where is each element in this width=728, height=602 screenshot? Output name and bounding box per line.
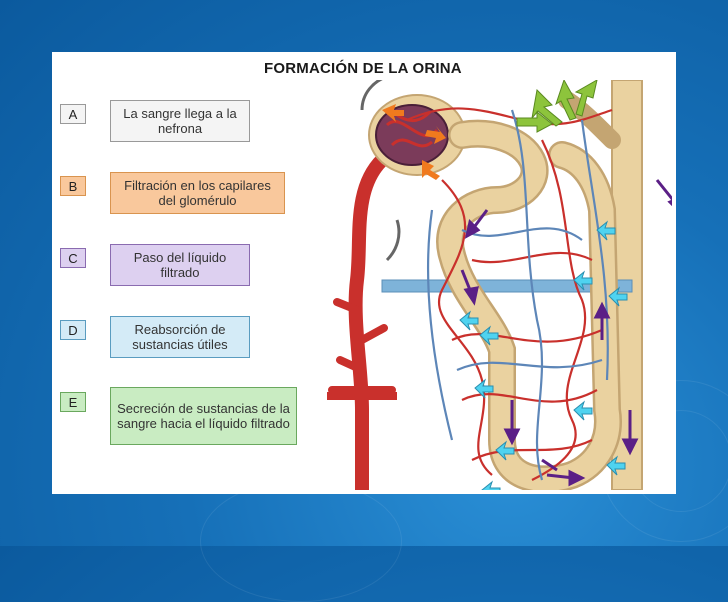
step-c-letter: C xyxy=(60,248,86,268)
cyan-arrows xyxy=(459,220,628,490)
cyan-arrow-icon xyxy=(474,378,494,399)
green-arrows xyxy=(516,80,598,133)
purple-arrow-icon xyxy=(464,218,481,239)
cyan-arrow-icon xyxy=(481,480,501,490)
artery-branches xyxy=(328,298,396,394)
afferent-artery xyxy=(348,143,409,490)
step-e-letter: E xyxy=(60,392,86,412)
orange-arrow-icon xyxy=(382,104,404,122)
background-ripple xyxy=(200,480,402,602)
step-e-label: Secreción de sustancias de la sangre hac… xyxy=(110,387,297,445)
green-arrow-icon xyxy=(574,80,598,117)
peritubular-capillaries xyxy=(406,107,613,481)
cyan-arrow-icon xyxy=(573,270,593,291)
purple-arrow-icon xyxy=(503,428,521,446)
cyan-arrow-icon xyxy=(495,440,515,461)
gray-arrow-icon xyxy=(385,219,401,262)
purple-arrow-icon xyxy=(568,469,586,487)
green-arrow-icon xyxy=(531,88,563,127)
step-a-letter: A xyxy=(60,104,86,124)
cyan-arrow-icon xyxy=(479,325,499,346)
collecting-duct-branch xyxy=(558,91,621,149)
step-b-label: Filtración en los capilares del glomérul… xyxy=(110,172,285,214)
diagram-slide: FORMACIÓN DE LA ORINA A La sangre llega … xyxy=(52,52,676,494)
purple-arrow-icon xyxy=(667,199,672,207)
diagram-title: FORMACIÓN DE LA ORINA xyxy=(264,60,462,77)
step-d-label: Reabsorción de sustancias útiles xyxy=(110,316,250,358)
step-b-letter: B xyxy=(60,176,86,196)
purple-arrow-icon xyxy=(463,286,479,306)
cyan-arrow-icon xyxy=(573,400,593,421)
orange-arrow-icon xyxy=(425,126,446,144)
cyan-arrow-icon xyxy=(606,455,626,476)
green-arrow-icon xyxy=(516,110,553,133)
orange-arrow-icon xyxy=(422,160,440,180)
step-c-label: Paso del líquido filtrado xyxy=(110,244,250,286)
cyan-arrow-icon xyxy=(459,310,479,331)
cyan-arrow-icon xyxy=(608,286,628,307)
step-a-label: La sangre llega a la nefrona xyxy=(110,100,250,142)
cyan-arrow-icon xyxy=(596,220,616,241)
artery-base xyxy=(327,392,397,400)
purple-arrow-icon xyxy=(621,438,639,456)
purple-arrow-icon xyxy=(593,301,611,319)
purple-arrows xyxy=(460,179,672,487)
renal-tubule xyxy=(438,122,620,490)
gray-arrow-icon xyxy=(360,80,384,111)
step-d-letter: D xyxy=(60,320,86,340)
nephron-diagram xyxy=(327,80,672,490)
orange-arrows xyxy=(382,104,446,180)
gray-arrows xyxy=(360,80,401,262)
green-arrow-icon xyxy=(555,80,577,121)
